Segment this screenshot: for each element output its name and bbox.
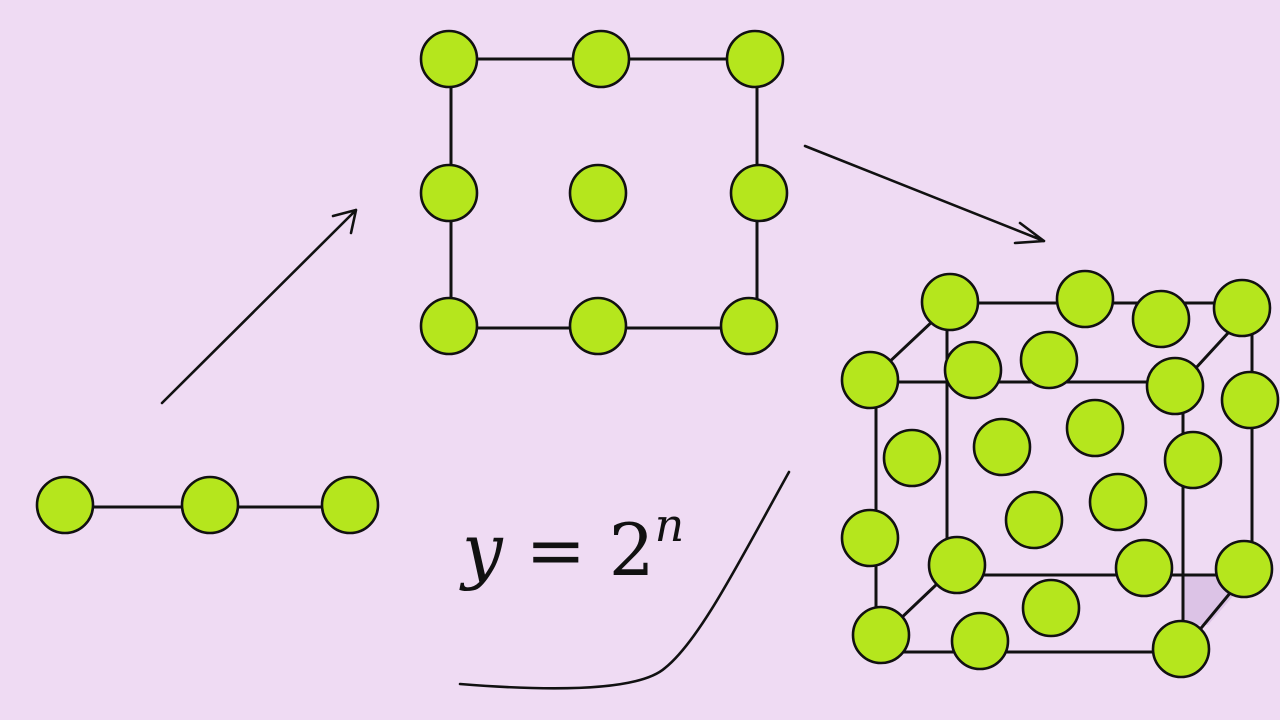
growth-curve [458, 470, 791, 690]
cube-3d-node-21 [851, 605, 911, 665]
cube-3d-node-6 [943, 340, 1003, 400]
square-2d-node-3 [725, 29, 785, 89]
formula-label: y = 2n [462, 500, 742, 600]
formula-equals: = [525, 508, 586, 592]
cube-3d-node-7 [1019, 330, 1079, 390]
cube-3d-node-16 [1088, 472, 1148, 532]
cube-3d-node-5 [840, 350, 900, 410]
cube-3d-node-2 [1055, 269, 1115, 329]
square-2d-node-6 [729, 163, 789, 223]
cube-3d-node-11 [972, 417, 1032, 477]
cube-3d-node-9 [1220, 370, 1280, 430]
square-2d-node-2 [571, 29, 631, 89]
arrows-layer [160, 144, 1046, 405]
cube-3d-node-17 [927, 535, 987, 595]
cube-3d-node-8 [1145, 356, 1205, 416]
line-1d-node-2 [180, 475, 240, 535]
formula-lhs: y [462, 508, 503, 592]
nodes-layer [35, 29, 1280, 679]
square-2d-node-9 [719, 296, 779, 356]
cube-3d-node-1 [920, 272, 980, 332]
cube-3d-node-13 [1163, 430, 1223, 490]
square-2d-node-4 [419, 163, 479, 223]
square-2d-node-8 [568, 296, 628, 356]
cube-3d-node-14 [840, 508, 900, 568]
cube-3d-node-10 [882, 428, 942, 488]
cube-3d-node-4 [1212, 278, 1272, 338]
cube-3d-node-15 [1004, 490, 1064, 550]
cube-3d-node-20 [1021, 578, 1081, 638]
arrow-square-to-cube [803, 144, 1046, 245]
square-2d-node-5 [568, 163, 628, 223]
cube-3d-node-23 [1151, 619, 1211, 679]
cube-3d-node-22 [950, 611, 1010, 671]
cube-3d-node-19 [1214, 539, 1274, 599]
formula-base: 2 [608, 508, 655, 592]
cube-3d-node-12 [1065, 398, 1125, 458]
square-2d-node-7 [419, 296, 479, 356]
cube-3d-node-18 [1114, 538, 1174, 598]
curves-layer [458, 470, 791, 690]
line-1d-node-3 [320, 475, 380, 535]
square-2d-node-1 [419, 29, 479, 89]
line-1d-node-1 [35, 475, 95, 535]
arrow-line-to-square [160, 208, 358, 405]
formula-exponent: n [654, 498, 685, 552]
cube-3d-node-3 [1131, 289, 1191, 349]
